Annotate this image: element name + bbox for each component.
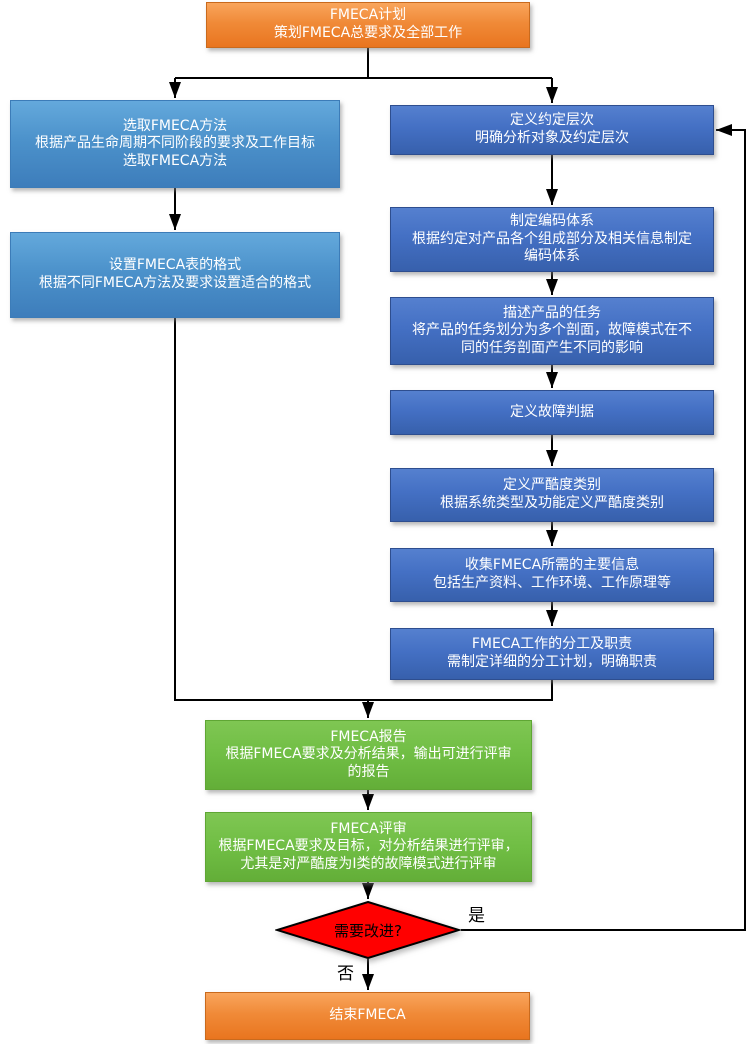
node-define-severity-categories: 定义严酷度类别 根据系统类型及功能定义严酷度类别 [390,468,714,522]
node-define-failure-criteria: 定义故障判据 [390,390,714,435]
node-title: 定义故障判据 [510,403,594,420]
node-desc: 根据产品生命周期不同阶段的要求及工作目标 选取FMECA方法 [35,135,315,169]
node-title: 收集FMECA所需的主要信息 [464,557,640,574]
node-title: FMECA工作的分工及职责 [471,636,633,653]
node-title: 定义严酷度类别 [503,477,601,494]
node-desc: 根据系统类型及功能定义严酷度类别 [440,495,664,511]
node-fmeca-review: FMECA评审 根据FMECA要求及目标，对分析结果进行评审， 尤其是对严酷度为… [205,812,532,882]
node-desc: 根据FMECA要求及目标，对分析结果进行评审， 尤其是对严酷度为I类的故障模式进… [218,838,519,872]
label-yes: 是 [468,906,485,926]
node-desc: 将产品的任务划分为多个剖面，故障模式在不 同的任务剖面产生不同的影响 [412,322,692,356]
node-title: 制定编码体系 [510,213,594,230]
label-no: 否 [337,964,354,984]
diamond-shape [275,901,461,959]
node-desc: 明确分析对象及约定层次 [475,130,629,146]
node-desc: 根据FMECA要求及分析结果，输出可进行评审 的报告 [225,746,512,780]
node-desc: 根据不同FMECA方法及要求设置适合的格式 [38,275,312,291]
node-title: FMECA计划 [329,7,407,24]
node-set-fmeca-table-format: 设置FMECA表的格式 根据不同FMECA方法及要求设置适合的格式 [10,232,340,318]
node-desc: 根据约定对产品各个组成部分及相关信息制定 编码体系 [412,230,692,265]
node-select-fmeca-method: 选取FMECA方法 根据产品生命周期不同阶段的要求及工作目标 选取FMECA方法 [10,100,340,188]
node-fmeca-plan: FMECA计划 策划FMECA总要求及全部工作 [206,2,530,48]
node-desc: 包括生产资料、工作环境、工作原理等 [433,575,671,591]
node-title: 描述产品的任务 [503,304,601,321]
decision-need-improvement: 需要改进? [275,901,461,959]
node-describe-product-mission: 描述产品的任务 将产品的任务划分为多个剖面，故障模式在不 同的任务剖面产生不同的… [390,297,714,365]
node-collect-fmeca-information: 收集FMECA所需的主要信息 包括生产资料、工作环境、工作原理等 [390,548,714,602]
node-fmeca-report: FMECA报告 根据FMECA要求及分析结果，输出可进行评审 的报告 [205,720,532,790]
node-title: 结束FMECA [329,1007,406,1024]
node-title: 选取FMECA方法 [122,117,228,134]
node-define-indenture-levels: 定义约定层次 明确分析对象及约定层次 [390,105,714,155]
node-title: 定义约定层次 [510,112,594,129]
node-title: FMECA评审 [330,820,407,837]
decision-label: 需要改进? [334,921,402,940]
node-title: FMECA报告 [330,728,407,745]
node-title: 设置FMECA表的格式 [108,257,242,274]
node-coding-system: 制定编码体系 根据约定对产品各个组成部分及相关信息制定 编码体系 [390,207,714,272]
node-desc: 策划FMECA总要求及全部工作 [273,25,463,41]
node-fmeca-work-division: FMECA工作的分工及职责 需制定详细的分工计划，明确职责 [390,628,714,680]
node-desc: 需制定详细的分工计划，明确职责 [447,654,657,670]
node-end-fmeca: 结束FMECA [205,992,530,1040]
